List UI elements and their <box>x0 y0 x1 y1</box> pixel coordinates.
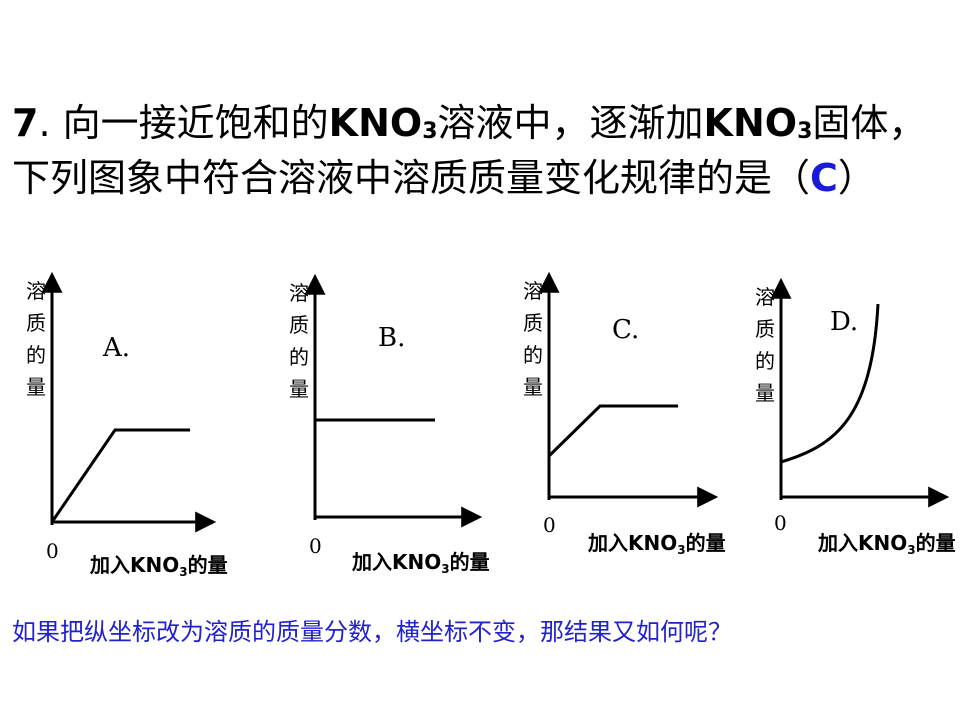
graph-d-xlabel: 加入KNO3的量 <box>817 531 956 557</box>
graph-b-letter: B. <box>378 323 405 353</box>
question-part-3: 固体，下列图象中符合溶液中溶质质量变化规律的是（ <box>12 101 927 200</box>
graph-b-ylabel-3: 的 <box>289 345 309 369</box>
graph-c-curve <box>547 404 678 458</box>
graph-d-curve <box>780 303 880 464</box>
graph-a-letter: A. <box>102 333 130 363</box>
graph-d-ylabel-3: 的 <box>755 349 775 373</box>
graph-c: C. 溶 质 的 量 0 加入KNO3的量 <box>523 271 726 557</box>
graph-d-ylabel-1: 溶 <box>755 285 775 309</box>
graph-a-ylabel-1: 溶 <box>26 279 46 303</box>
graph-d-ylabel-4: 量 <box>755 381 775 405</box>
graph-d-origin: 0 <box>774 511 787 535</box>
graph-a-curve <box>50 428 190 523</box>
graph-c-letter: C. <box>612 315 639 345</box>
question-close: ） <box>837 156 876 200</box>
graph-d-letter: D. <box>830 307 858 337</box>
question-part-1: 向一接近饱和的 <box>62 101 329 145</box>
graph-a: A. 溶 质 的 量 0 加入KNO3的量 <box>26 271 228 579</box>
graph-b-ylabel-4: 量 <box>289 377 309 401</box>
graph-c-ylabel-4: 量 <box>523 375 543 399</box>
answer-letter: C <box>810 156 838 200</box>
graph-b-ylabel-1: 溶 <box>289 281 309 305</box>
formula-kno3-1: KNO3 <box>328 101 438 145</box>
graph-b: B. 溶 质 的 量 0 加入KNO3的量 <box>289 273 490 576</box>
formula-kno3-2: KNO3 <box>703 101 813 145</box>
graph-b-origin: 0 <box>309 534 322 558</box>
graph-panel: A. 溶 质 的 量 0 加入KNO3的量 B. 溶 质 的 量 0 加入KNO… <box>26 271 956 579</box>
graph-a-ylabel-3: 的 <box>26 343 46 367</box>
graph-c-ylabel-2: 质 <box>523 311 543 335</box>
question-part-2: 溶液中，逐渐加 <box>437 101 704 145</box>
followup-question: 如果把纵坐标改为溶质的质量分数，横坐标不变，那结果又如何呢？ <box>12 618 732 646</box>
graph-a-ylabel-2: 质 <box>26 311 46 335</box>
graph-d-ylabel-2: 质 <box>755 317 775 341</box>
graph-b-ylabel-2: 质 <box>289 313 309 337</box>
graph-a-xlabel: 加入KNO3的量 <box>89 553 228 579</box>
graph-c-ylabel-3: 的 <box>523 343 543 367</box>
graph-a-origin: 0 <box>46 539 59 563</box>
graph-a-ylabel-4: 量 <box>26 375 46 399</box>
question-text: 7. 向一接近饱和的KNO3溶液中，逐渐加KNO3固体，下列图象中符合溶液中溶质… <box>12 100 952 201</box>
graph-b-xlabel: 加入KNO3的量 <box>351 550 490 576</box>
question-dot: . <box>38 101 51 145</box>
question-number: 7 <box>12 101 39 145</box>
graph-c-origin: 0 <box>543 513 556 537</box>
graph-c-ylabel-1: 溶 <box>523 279 543 303</box>
graph-c-xlabel: 加入KNO3的量 <box>587 531 726 557</box>
graph-d: D. 溶 质 的 量 0 加入KNO3的量 <box>755 277 956 557</box>
